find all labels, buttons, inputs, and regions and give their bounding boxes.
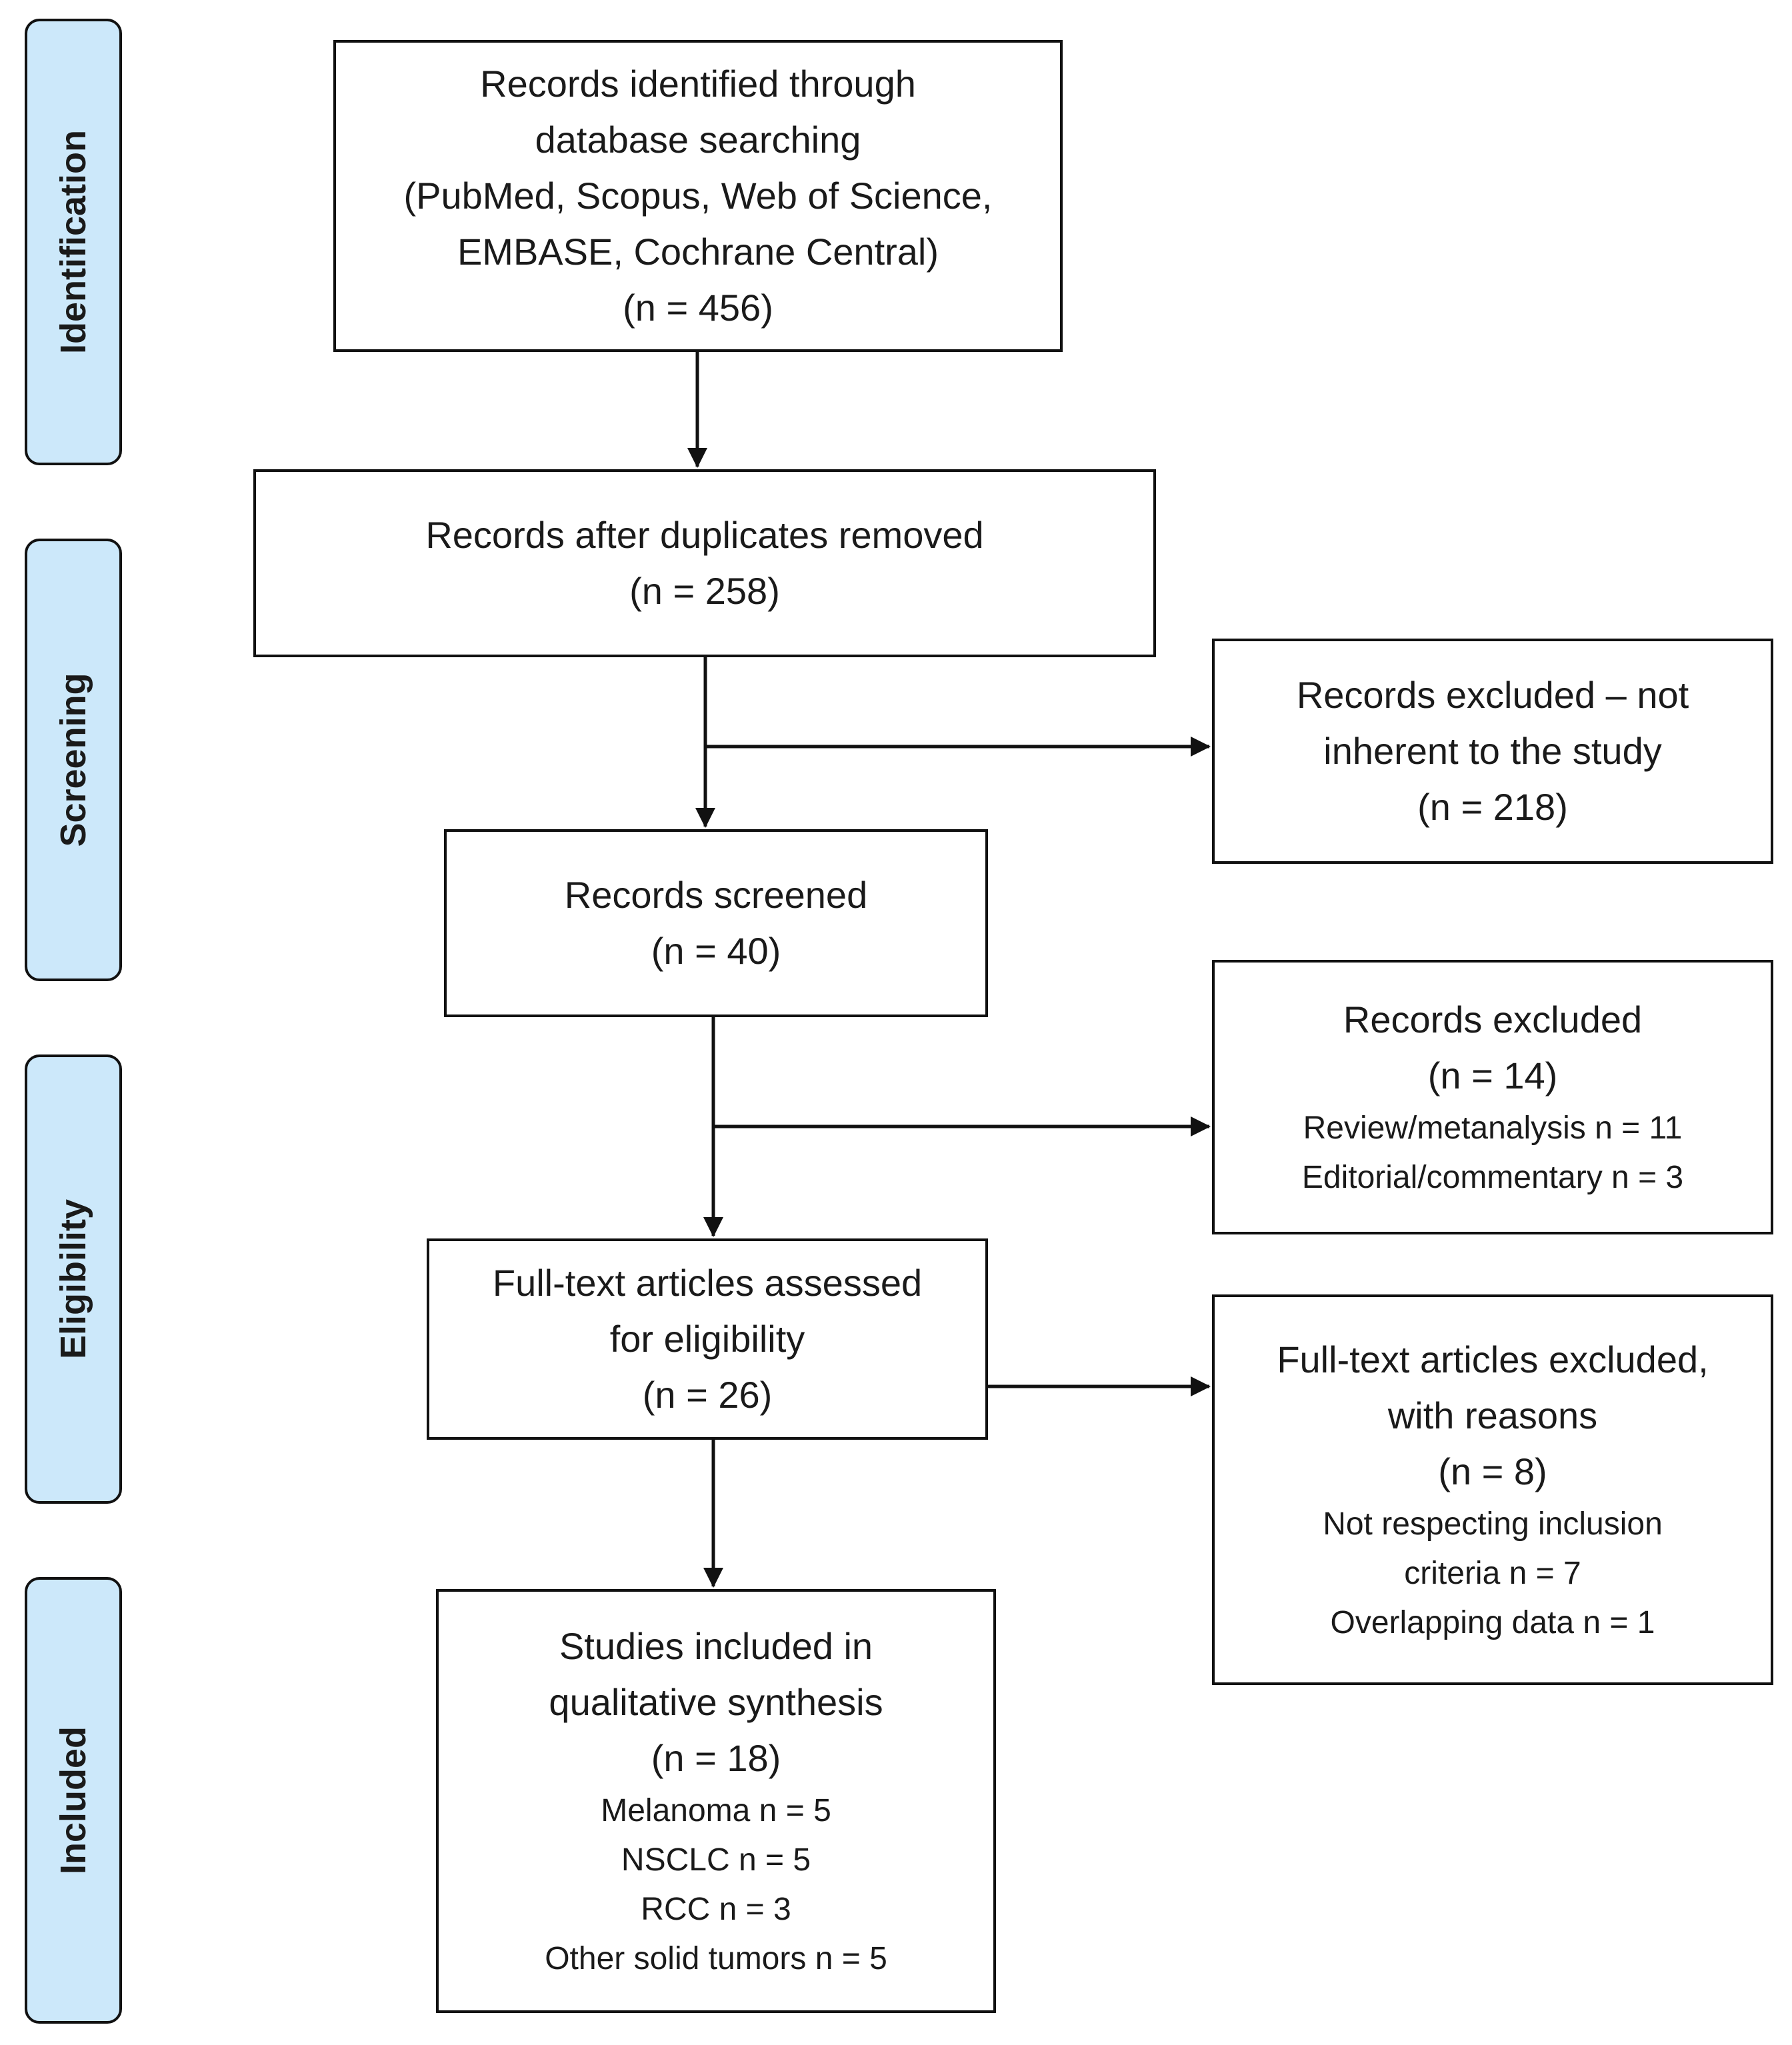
identified-count: (n = 456) [623, 287, 773, 329]
included-detail-other: Other solid tumors n = 5 [545, 1941, 887, 1976]
identified-line-4: EMBASE, Cochrane Central) [457, 231, 939, 273]
identified-line-1: Records identified through [480, 63, 916, 105]
after-duplicates-line-1: Records after duplicates removed [425, 514, 984, 556]
records-excluded-line-1: Records excluded [1343, 999, 1643, 1040]
full-text-assessed-line-1: Full-text articles assessed [492, 1262, 923, 1304]
records-excluded-detail-2: Editorial/commentary n = 3 [1301, 1160, 1684, 1195]
box-records-excluded: Records excluded (n = 14) Review/metanal… [1212, 960, 1773, 1234]
identified-line-3: (PubMed, Scopus, Web of Science, [403, 175, 993, 217]
excluded-not-inherent-line-1: Records excluded – not [1296, 674, 1689, 716]
full-text-excluded-detail-3: Overlapping data n = 1 [1330, 1605, 1655, 1640]
identified-line-2: database searching [535, 119, 861, 161]
excluded-not-inherent-count: (n = 218) [1417, 786, 1568, 828]
included-line-1: Studies included in [559, 1625, 873, 1667]
box-studies-included: Studies included in qualitative synthesi… [436, 1589, 996, 2013]
screened-count: (n = 40) [651, 930, 781, 972]
full-text-excluded-line-1: Full-text articles excluded, [1277, 1338, 1709, 1380]
box-records-screened: Records screened (n = 40) [444, 829, 988, 1017]
phase-identification: Identification [25, 19, 122, 465]
box-full-text-assessed: Full-text articles assessed for eligibil… [427, 1238, 988, 1440]
records-excluded-detail-1: Review/metanalysis n = 11 [1303, 1110, 1683, 1146]
full-text-excluded-detail-2: criteria n = 7 [1404, 1556, 1581, 1591]
phase-screening: Screening [25, 539, 122, 981]
included-detail-melanoma: Melanoma n = 5 [601, 1793, 831, 1828]
full-text-excluded-line-2: with reasons [1387, 1394, 1598, 1436]
included-detail-rcc: RCC n = 3 [641, 1892, 791, 1927]
phase-eligibility: Eligibility [25, 1054, 122, 1504]
box-records-identified: Records identified through database sear… [333, 40, 1063, 352]
full-text-excluded-detail-1: Not respecting inclusion [1323, 1506, 1663, 1542]
box-full-text-excluded: Full-text articles excluded, with reason… [1212, 1294, 1773, 1685]
full-text-assessed-count: (n = 26) [642, 1374, 773, 1416]
phase-included: Included [25, 1577, 122, 2024]
screened-line-1: Records screened [564, 874, 868, 916]
included-line-2: qualitative synthesis [549, 1681, 883, 1723]
records-excluded-count: (n = 14) [1427, 1054, 1558, 1096]
box-records-excluded-not-inherent: Records excluded – not inherent to the s… [1212, 639, 1773, 864]
included-detail-nsclc: NSCLC n = 5 [621, 1842, 811, 1878]
after-duplicates-count: (n = 258) [629, 570, 780, 612]
excluded-not-inherent-line-2: inherent to the study [1323, 730, 1662, 772]
included-count: (n = 18) [651, 1737, 781, 1779]
full-text-excluded-count: (n = 8) [1438, 1450, 1547, 1492]
box-records-after-duplicates: Records after duplicates removed (n = 25… [253, 469, 1156, 657]
full-text-assessed-line-2: for eligibility [609, 1318, 805, 1360]
